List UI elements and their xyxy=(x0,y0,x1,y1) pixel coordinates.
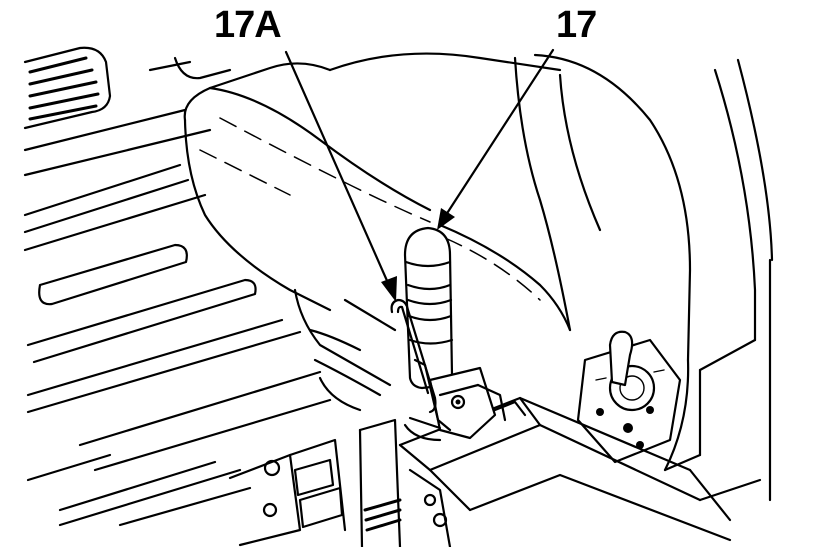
vent-grille xyxy=(23,46,112,130)
seat-cushion xyxy=(183,62,432,412)
lever-17a xyxy=(390,298,452,442)
side-mechanism xyxy=(576,330,682,464)
floor-platform xyxy=(23,46,332,527)
callout-arrows xyxy=(284,48,555,302)
arrowhead-17 xyxy=(437,208,455,230)
seat-back xyxy=(328,52,774,502)
callout-leader-17 xyxy=(442,48,555,220)
arrowhead-17a xyxy=(381,276,397,302)
callout-label-17: 17 xyxy=(556,4,597,46)
seat-rail xyxy=(398,396,762,542)
callout-leader-17a xyxy=(284,50,394,294)
callout-label-17a: 17A xyxy=(214,4,282,46)
lever-17 xyxy=(403,226,527,440)
base-hardware xyxy=(228,418,452,547)
